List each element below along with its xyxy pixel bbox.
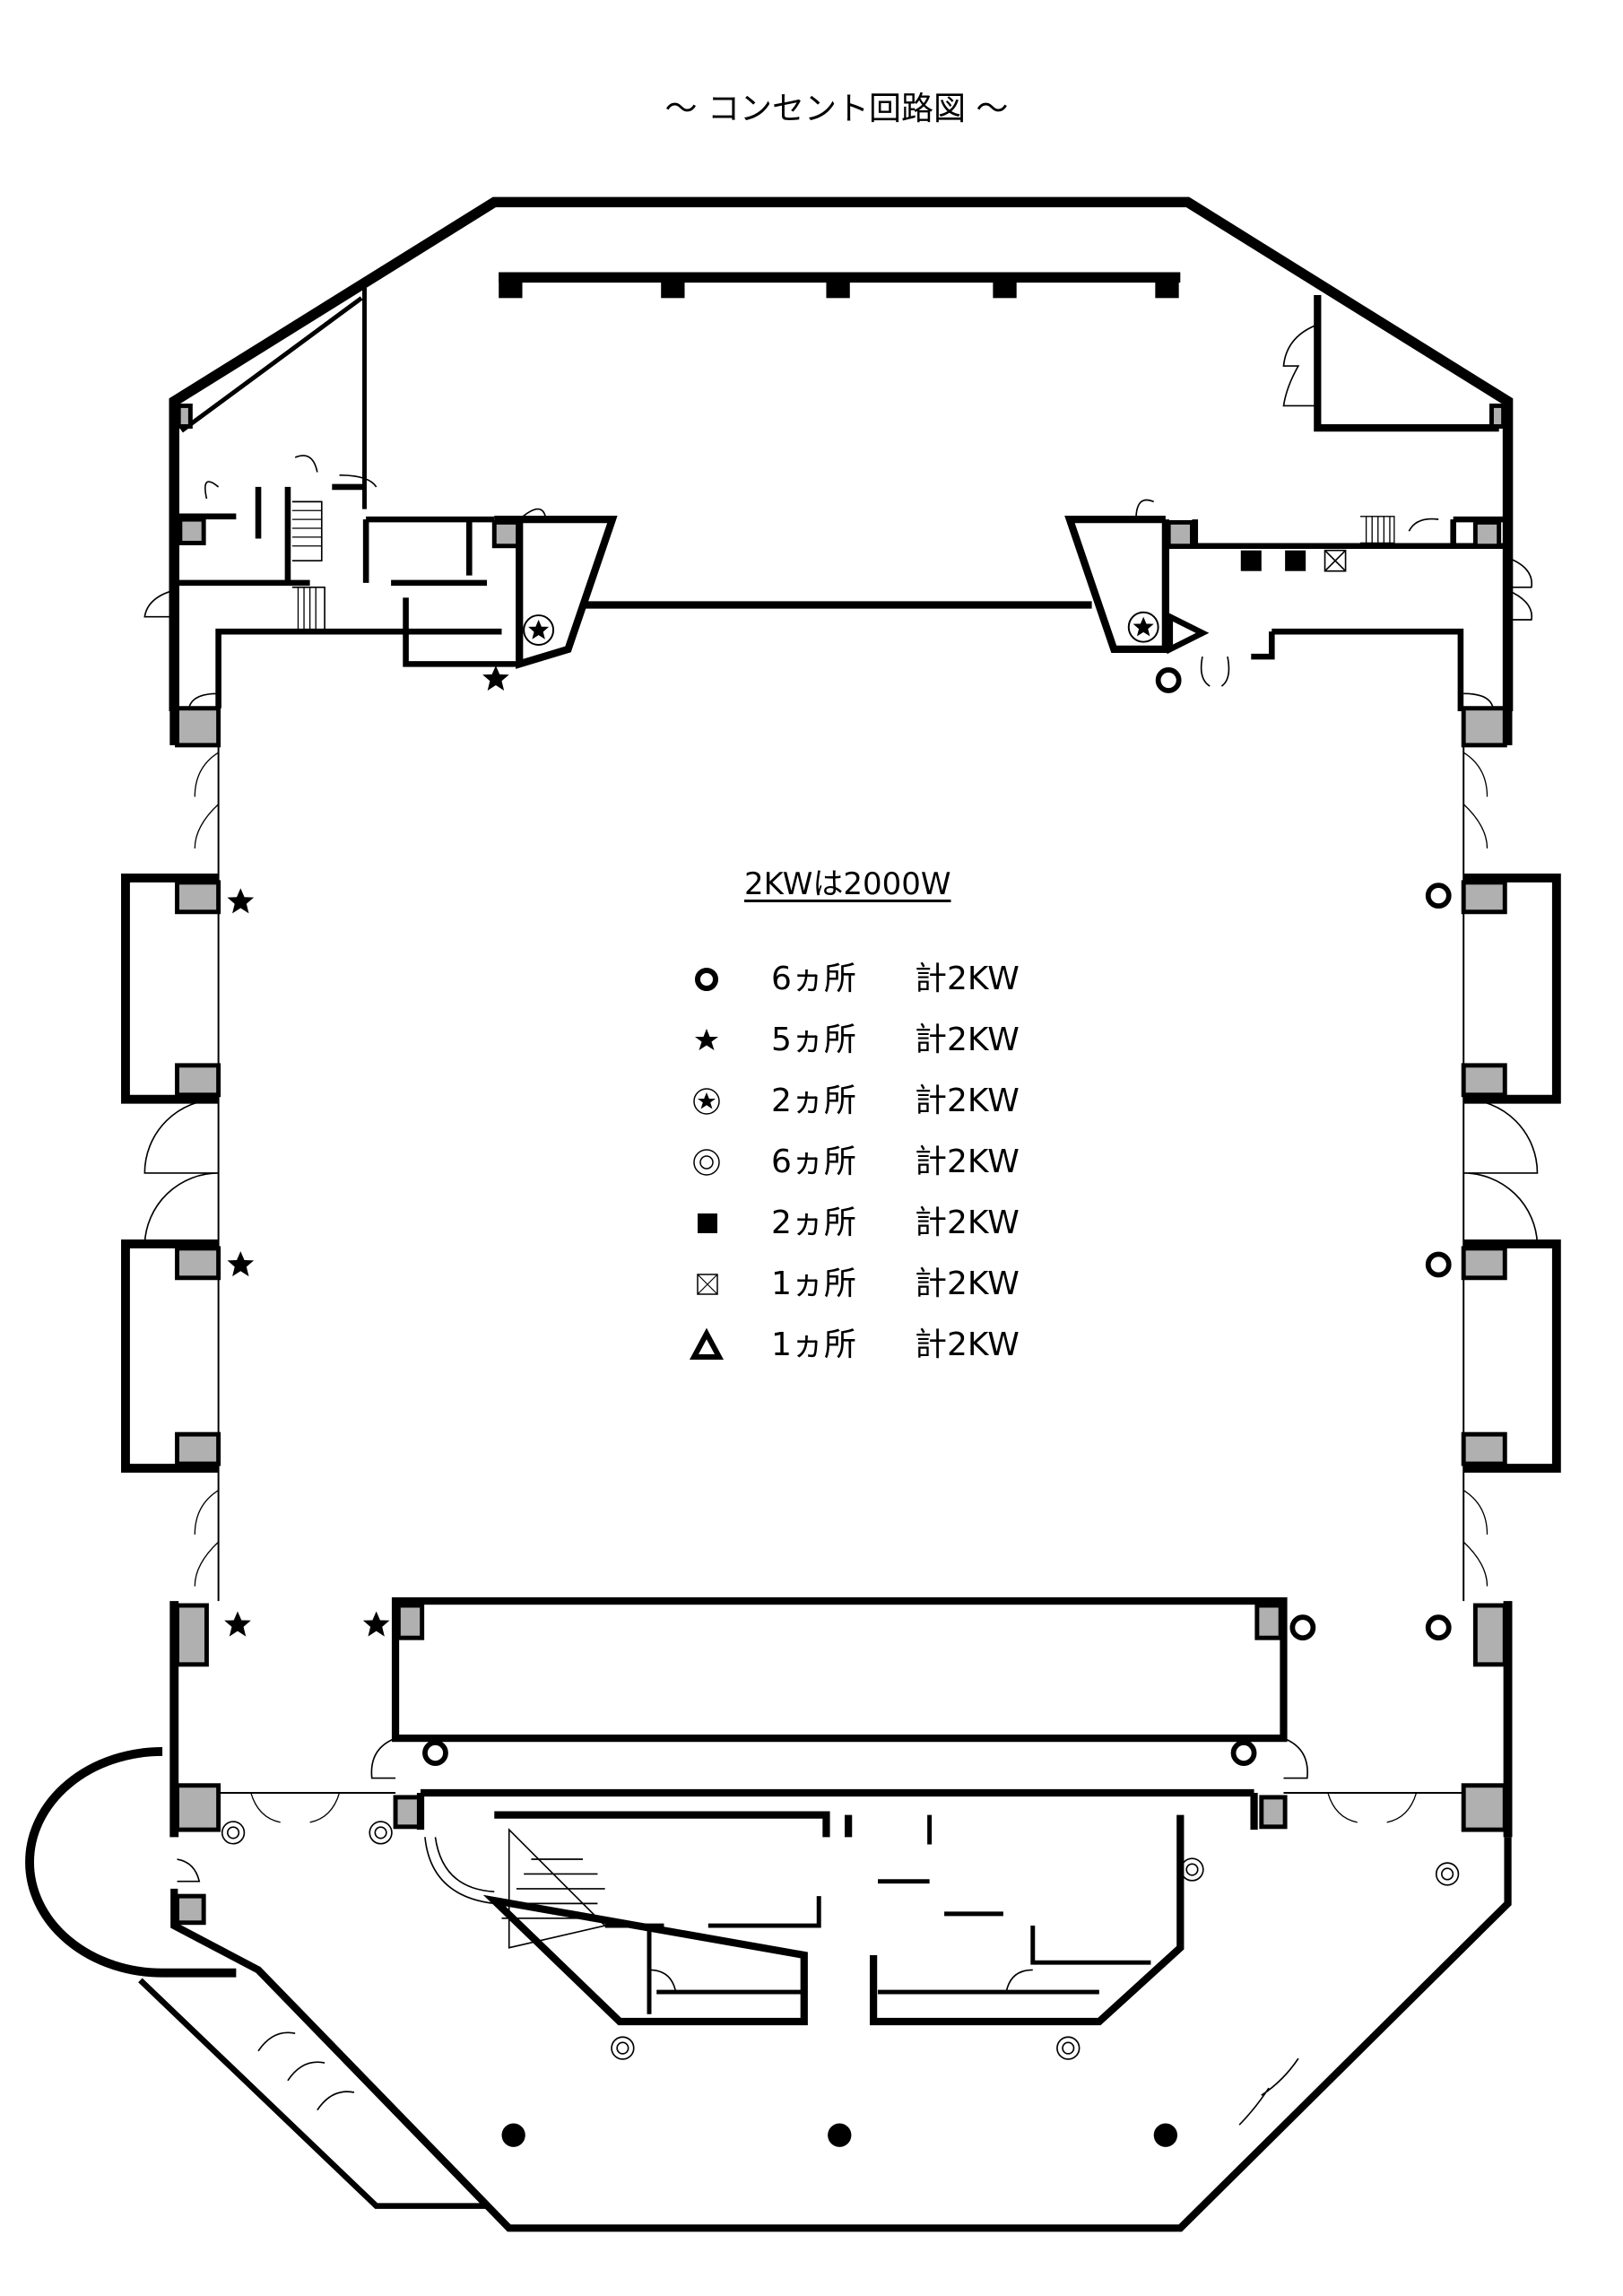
boxed-x-icon [697, 1274, 718, 1295]
outlet-ring [1428, 1617, 1449, 1638]
curved-stair-wall [25, 1746, 237, 1978]
legend-row: 6ヵ所 計2KW [681, 958, 1094, 1001]
outlet-markers [221, 549, 1460, 2147]
legend-row: 6ヵ所 計2KW [681, 1141, 1094, 1184]
legend-total: 計2KW [915, 1265, 1020, 1302]
page-title: ～ コンセント回路図 ～ [664, 91, 1009, 127]
inner-room-wall [482, 1811, 1185, 2026]
right-upper-room-wall [1314, 295, 1499, 432]
pillar-dot [1153, 2123, 1178, 2147]
outlet-star [362, 1611, 390, 1637]
circled-star-icon [693, 1088, 720, 1115]
door-arcs [143, 1098, 1539, 1244]
outlet-star [482, 665, 509, 691]
legend-total: 計2KW [915, 961, 1020, 997]
outlet-star [227, 888, 255, 914]
bold-ring-icon [695, 968, 718, 991]
legend-total: 計2KW [915, 1205, 1020, 1241]
legend-total: 計2KW [915, 1022, 1020, 1058]
right-wing-wall [1064, 516, 1169, 654]
legend-count: 1ヵ所 [771, 1265, 856, 1302]
outlet-ring [1159, 670, 1179, 691]
legend-count: 5ヵ所 [771, 1022, 856, 1058]
legend-row: 2ヵ所 計2KW [681, 1202, 1094, 1245]
stair-hatch [501, 1858, 605, 1919]
outlet-star [227, 1251, 255, 1277]
outlet-double-circle [611, 2036, 635, 2060]
bay-left-2 [121, 1239, 219, 1473]
outer-wall-top [169, 196, 1514, 712]
legend-count: 6ヵ所 [771, 961, 856, 997]
triangle-icon [689, 1327, 725, 1360]
door-arc [1282, 324, 1318, 407]
legend-count: 2ヵ所 [771, 1205, 856, 1241]
legend-row: 1ヵ所 計2KW [681, 1324, 1094, 1367]
legend: 6ヵ所 計2KW 5ヵ所 計2KW 2ヵ所 計2KW 6ヵ所 計2KW 2ヵ所 … [681, 958, 1094, 1367]
legend-row: 5ヵ所 計2KW [681, 1019, 1094, 1062]
stair-left [291, 500, 325, 632]
legend-total: 計2KW [915, 1083, 1020, 1119]
legend-row: 2ヵ所 計2KW [681, 1080, 1094, 1123]
outlet-circled-star [523, 614, 555, 646]
pillar-dot [501, 2123, 525, 2147]
outlet-double-circle [1180, 1857, 1204, 1882]
outlet-square [1285, 550, 1306, 571]
left-wing-wall [494, 516, 618, 669]
bay-right-1 [1463, 873, 1561, 1104]
bay-left-1 [121, 873, 219, 1104]
outer-wall-lower-left [138, 1978, 488, 2209]
outlet-double-circle [1435, 1862, 1460, 1886]
outlet-star [224, 1611, 251, 1637]
outlet-boxed-x [1324, 549, 1347, 572]
legend-total: 計2KW [915, 1326, 1020, 1363]
legend-count: 1ヵ所 [771, 1326, 856, 1363]
outlet-double-circle [1056, 2036, 1081, 2060]
outlet-ring [1292, 1617, 1313, 1638]
outlet-circled-star [1127, 611, 1159, 643]
star-icon [695, 1029, 718, 1050]
outlet-double-circle [369, 1821, 393, 1845]
beam-posts [499, 273, 1179, 299]
legend-row: 1ヵ所 計2KW [681, 1263, 1094, 1306]
filled-square-icon [698, 1213, 717, 1233]
entrance-door-right [1507, 557, 1533, 621]
stage [391, 1596, 1288, 1743]
legend-count: 2ヵ所 [771, 1083, 856, 1119]
outlet-ring [1234, 1743, 1254, 1763]
legend-heading: 2KWは2000W [744, 866, 951, 902]
legend-total: 計2KW [915, 1144, 1020, 1180]
outlet-square [1240, 550, 1262, 571]
outlet-triangle [1167, 612, 1210, 655]
outlet-ring [425, 1743, 446, 1763]
bay-right-2 [1463, 1239, 1561, 1473]
double-circle-icon [693, 1149, 720, 1176]
pillar-dot [828, 2123, 852, 2147]
columns [175, 403, 1507, 1926]
outlet-ring [1428, 1254, 1449, 1274]
stair-right [1360, 516, 1395, 544]
entrance-door-left [143, 589, 175, 618]
legend-count: 6ヵ所 [771, 1144, 856, 1180]
outer-wall-lower [170, 1837, 1512, 2232]
outlet-double-circle [221, 1821, 246, 1845]
outlet-ring [1428, 885, 1449, 906]
inner-partition [180, 287, 367, 509]
